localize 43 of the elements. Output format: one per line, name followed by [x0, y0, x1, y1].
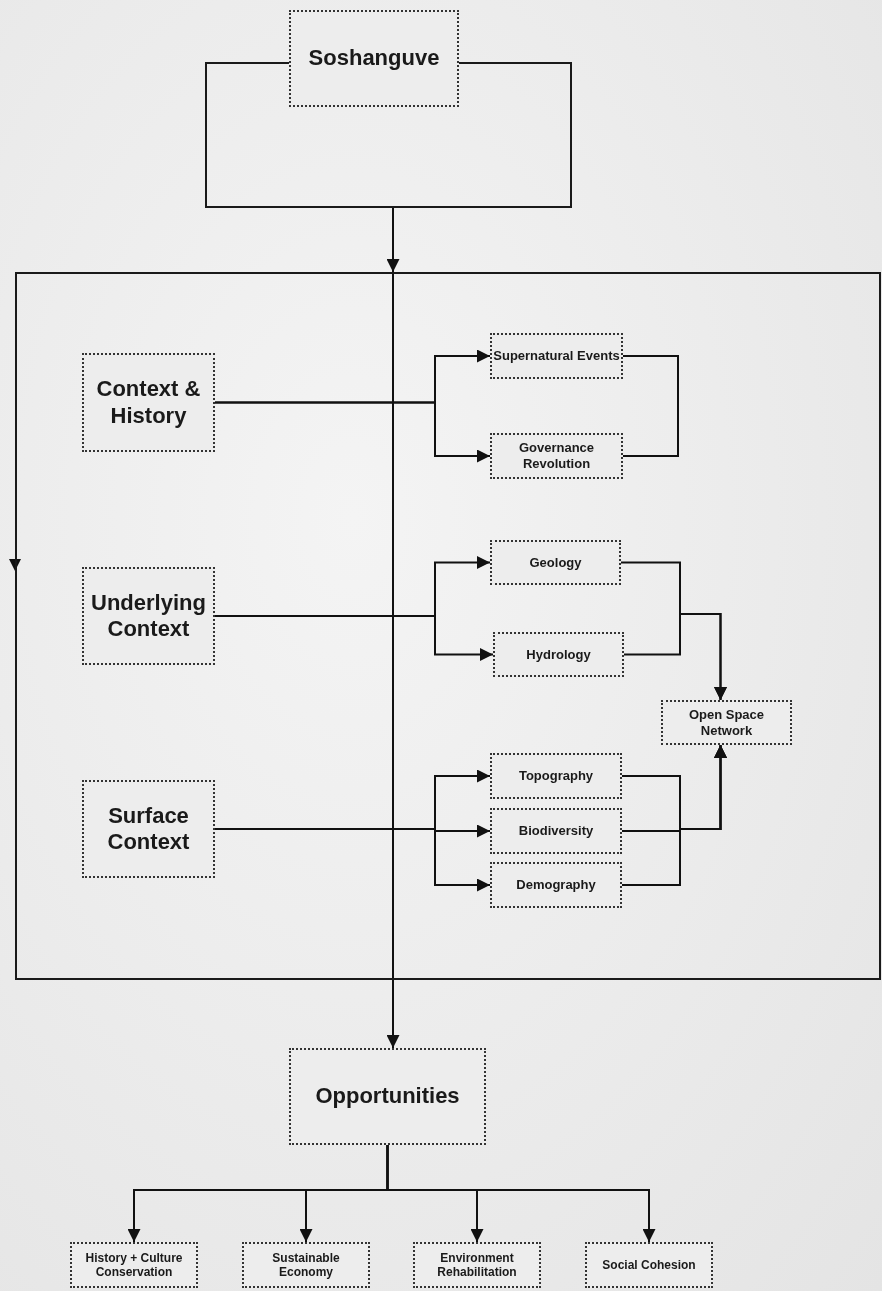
process-box — [242, 1242, 370, 1288]
node-label: History + Culture Conservation — [84, 1250, 184, 1280]
connector-arrow — [621, 744, 727, 886]
node-label: Supernatural Events — [493, 348, 620, 364]
process-box — [490, 333, 623, 379]
connector-arrow — [214, 401, 491, 463]
frame-box — [15, 272, 881, 980]
process-box — [490, 808, 622, 854]
node-label: Hydrology — [526, 646, 591, 663]
node-label: Demography — [516, 877, 596, 893]
node-label: Topography — [518, 768, 594, 784]
connector-arrow — [214, 615, 494, 661]
node-label: Surface Context — [106, 802, 191, 856]
connector-arrow — [386, 207, 400, 273]
process-box — [490, 862, 622, 908]
process-box — [413, 1242, 541, 1288]
node-label: Opportunities — [315, 1083, 460, 1110]
node-label: Social Cohesion — [602, 1257, 696, 1273]
node-label: Governance Revolution — [517, 440, 596, 472]
node-label: Underlying Context — [90, 589, 207, 643]
node-label: Soshanguve — [308, 45, 440, 72]
process-box — [661, 700, 792, 745]
connector-arrow — [623, 613, 727, 701]
process-box — [490, 753, 622, 799]
node-label: Environment Rehabilitation — [436, 1250, 518, 1280]
node-label: Context & History — [95, 376, 202, 429]
connector-arrow — [386, 1144, 656, 1243]
process-box — [82, 567, 215, 665]
node-label: Geology — [529, 554, 582, 571]
connector-arrow — [386, 271, 400, 1049]
process-box — [82, 353, 215, 452]
process-box — [289, 1048, 486, 1145]
process-box — [289, 10, 459, 107]
process-box — [70, 1242, 198, 1288]
process-box — [585, 1242, 713, 1288]
connector-arrow — [214, 828, 491, 892]
node-label: Sustainable Economy — [271, 1250, 341, 1280]
node-label: Open Space Network — [687, 706, 766, 739]
process-box — [82, 780, 215, 878]
process-box — [490, 540, 621, 585]
node-label: Biodiversity — [518, 823, 594, 839]
process-box — [490, 433, 623, 479]
process-box — [493, 632, 624, 677]
